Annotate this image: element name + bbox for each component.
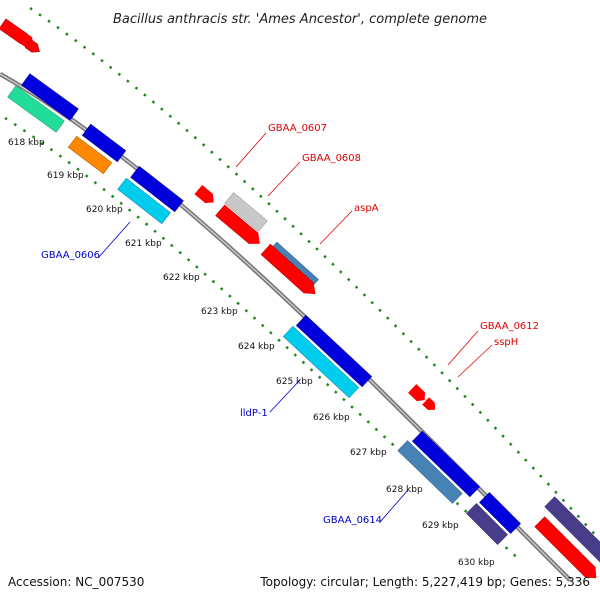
gene-gbaa-0614[interactable]: [397, 440, 463, 504]
gene-aspa[interactable]: [215, 204, 265, 249]
kbp-label: 619 kbp: [47, 171, 84, 181]
map-title: Bacillus anthracis str. 'Ames Ancestor',…: [113, 12, 487, 27]
label-gbaa-0608[interactable]: GBAA_0608: [302, 153, 361, 164]
kbp-label: 624 kbp: [238, 342, 275, 352]
kbp-label: 626 kbp: [313, 413, 350, 423]
kbp-label: 618 kbp: [8, 138, 45, 148]
gene-red-5[interactable]: [534, 516, 600, 583]
outer-dotted-track: [29, 6, 600, 541]
gene-ssph[interactable]: [422, 397, 438, 413]
gene-blue-4[interactable]: [295, 314, 373, 388]
kbp-label: 627 kbp: [350, 448, 387, 458]
gene-red-3[interactable]: [194, 184, 217, 207]
gene-red-4[interactable]: [260, 243, 320, 299]
label-gbaa-0614[interactable]: GBAA_0614: [323, 515, 382, 526]
label-aspa[interactable]: aspA: [354, 203, 379, 214]
label-gbaa-0606[interactable]: GBAA_0606: [41, 250, 100, 261]
kbp-label: 630 kbp: [458, 558, 495, 568]
gene-gbaa-0612[interactable]: [408, 384, 429, 404]
kbp-label: 620 kbp: [86, 205, 123, 215]
kbp-label: 628 kbp: [386, 485, 423, 495]
gene-navy-1[interactable]: [466, 503, 508, 545]
genome-summary-text: Topology: circular; Length: 5,227,419 bp…: [259, 575, 590, 589]
inner-dotted-track: [4, 116, 521, 561]
kbp-label: 625 kbp: [276, 377, 313, 387]
gene-blue-2[interactable]: [81, 123, 127, 163]
genome-backbone: [0, 72, 572, 582]
gene-lldp1[interactable]: [282, 325, 360, 399]
dotted-tracks: [4, 6, 600, 561]
accession-text: Accession: NC_007530: [8, 575, 144, 589]
gene-red-2[interactable]: [24, 39, 42, 55]
gene-gbaa-0607[interactable]: [224, 192, 268, 232]
gene-gbaa-0606[interactable]: [117, 177, 171, 225]
gene-green-1[interactable]: [7, 85, 65, 133]
gene-blue-1[interactable]: [21, 73, 79, 121]
gene-navy-2[interactable]: [544, 496, 600, 564]
gene-callouts: GBAA_0607 GBAA_0608 aspA GBAA_0612 sspH …: [41, 123, 539, 526]
label-ssph[interactable]: sspH: [494, 337, 518, 348]
gene-blue-3[interactable]: [130, 165, 184, 213]
kbp-label: 621 kbp: [125, 239, 162, 249]
gene-orange-1[interactable]: [67, 135, 113, 175]
label-lldp1[interactable]: lldP-1: [240, 408, 268, 419]
kbp-label: 622 kbp: [163, 273, 200, 283]
label-gbaa-0612[interactable]: GBAA_0612: [480, 321, 539, 332]
kbp-label: 623 kbp: [201, 307, 238, 317]
kbp-label: 629 kbp: [422, 521, 459, 531]
reverse-strand-genes: [7, 85, 600, 583]
forward-strand-genes: [0, 18, 600, 564]
kbp-scale: 618 kbp 619 kbp 620 kbp 621 kbp 622 kbp …: [8, 138, 495, 568]
gene-blue-5[interactable]: [412, 430, 480, 498]
gene-blue-6[interactable]: [479, 492, 521, 534]
label-gbaa-0607[interactable]: GBAA_0607: [268, 123, 327, 134]
